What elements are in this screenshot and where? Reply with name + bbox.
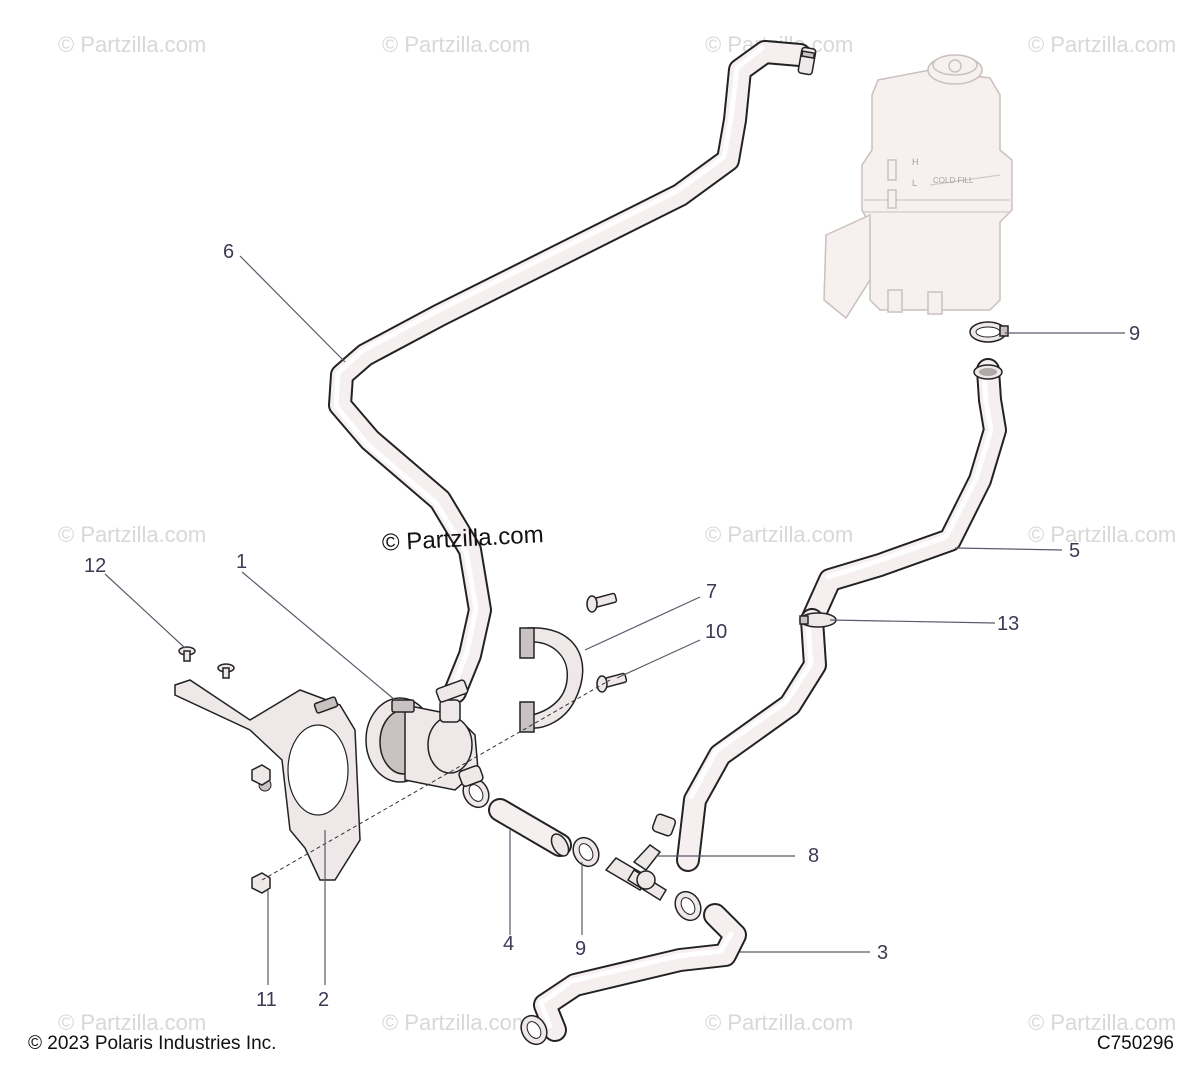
clamp-hose-3-end[interactable] (516, 1011, 552, 1049)
bolt-10[interactable] (596, 672, 628, 693)
screw-12-b[interactable] (217, 663, 235, 679)
callout-9-lower: 9 (575, 938, 586, 960)
clamp-tee-top[interactable] (651, 813, 677, 837)
leader-lines (104, 255, 1125, 985)
callout-11: 11 (256, 989, 277, 1011)
callout-8: 8 (808, 845, 819, 867)
watermark-grid: © Partzilla.com © Partzilla.com © Partzi… (58, 32, 1176, 1035)
clamp-9-upper[interactable] (969, 321, 1009, 343)
callout-10: 10 (705, 621, 727, 643)
watermark: © Partzilla.com (1028, 32, 1176, 57)
callout-3: 3 (877, 942, 888, 964)
tank-high-mark: H (912, 157, 919, 167)
hose-5[interactable] (800, 358, 1007, 632)
screw-12-a[interactable] (178, 646, 196, 662)
callout-9-upper: 9 (1129, 323, 1140, 345)
watermark: © Partzilla.com (58, 522, 206, 547)
nut-11-a[interactable] (251, 764, 271, 786)
tank-low-mark: L (912, 178, 917, 188)
watermark: © Partzilla.com (1028, 522, 1176, 547)
nut-11-b[interactable] (251, 872, 271, 894)
clamp-tee-outlet[interactable] (670, 887, 706, 925)
watermark: © Partzilla.com (1028, 1010, 1176, 1035)
hose-4[interactable] (488, 798, 572, 859)
clamp-9-lower[interactable] (568, 833, 604, 871)
bracket-7[interactable] (519, 627, 584, 733)
watermark: © Partzilla.com (58, 32, 206, 57)
hose-6-end-fitting[interactable] (797, 46, 817, 76)
callout-5: 5 (1069, 540, 1080, 562)
bolt-7[interactable] (586, 592, 618, 613)
center-watermark: © Partzilla.com (381, 521, 544, 556)
coolant-reservoir[interactable]: H L COLD FILL (823, 54, 1013, 320)
watermark: © Partzilla.com (382, 32, 530, 57)
copyright-text: © 2023 Polaris Industries Inc. (28, 1033, 277, 1054)
hose-3[interactable] (533, 903, 747, 1042)
mounting-plate-2[interactable] (174, 679, 361, 881)
tank-cold-fill-mark: COLD FILL (933, 176, 974, 185)
watermark: © Partzilla.com (705, 522, 853, 547)
water-pump-1[interactable] (365, 697, 484, 791)
hose-6[interactable] (328, 40, 812, 704)
hose-6-lower-fitting[interactable] (435, 679, 469, 703)
tee-fitting-8[interactable] (604, 844, 668, 902)
diagram-code: C750296 (1096, 1033, 1174, 1054)
callout-4: 4 (503, 933, 514, 955)
assembly-axis-line (261, 679, 611, 881)
clamp-13[interactable] (799, 612, 837, 628)
callout-6: 6 (223, 241, 234, 263)
callout-13: 13 (997, 613, 1019, 635)
watermark: © Partzilla.com (382, 1010, 530, 1035)
watermark: © Partzilla.com (58, 1010, 206, 1035)
watermark: © Partzilla.com (705, 1010, 853, 1035)
callout-12: 12 (84, 555, 106, 577)
callout-2: 2 (318, 989, 329, 1011)
callout-7: 7 (706, 581, 717, 603)
hose-13[interactable] (676, 608, 827, 872)
callout-numbers: 1 2 3 4 5 6 7 8 9 9 10 11 12 13 (84, 241, 1140, 1011)
callout-1: 1 (236, 551, 247, 573)
